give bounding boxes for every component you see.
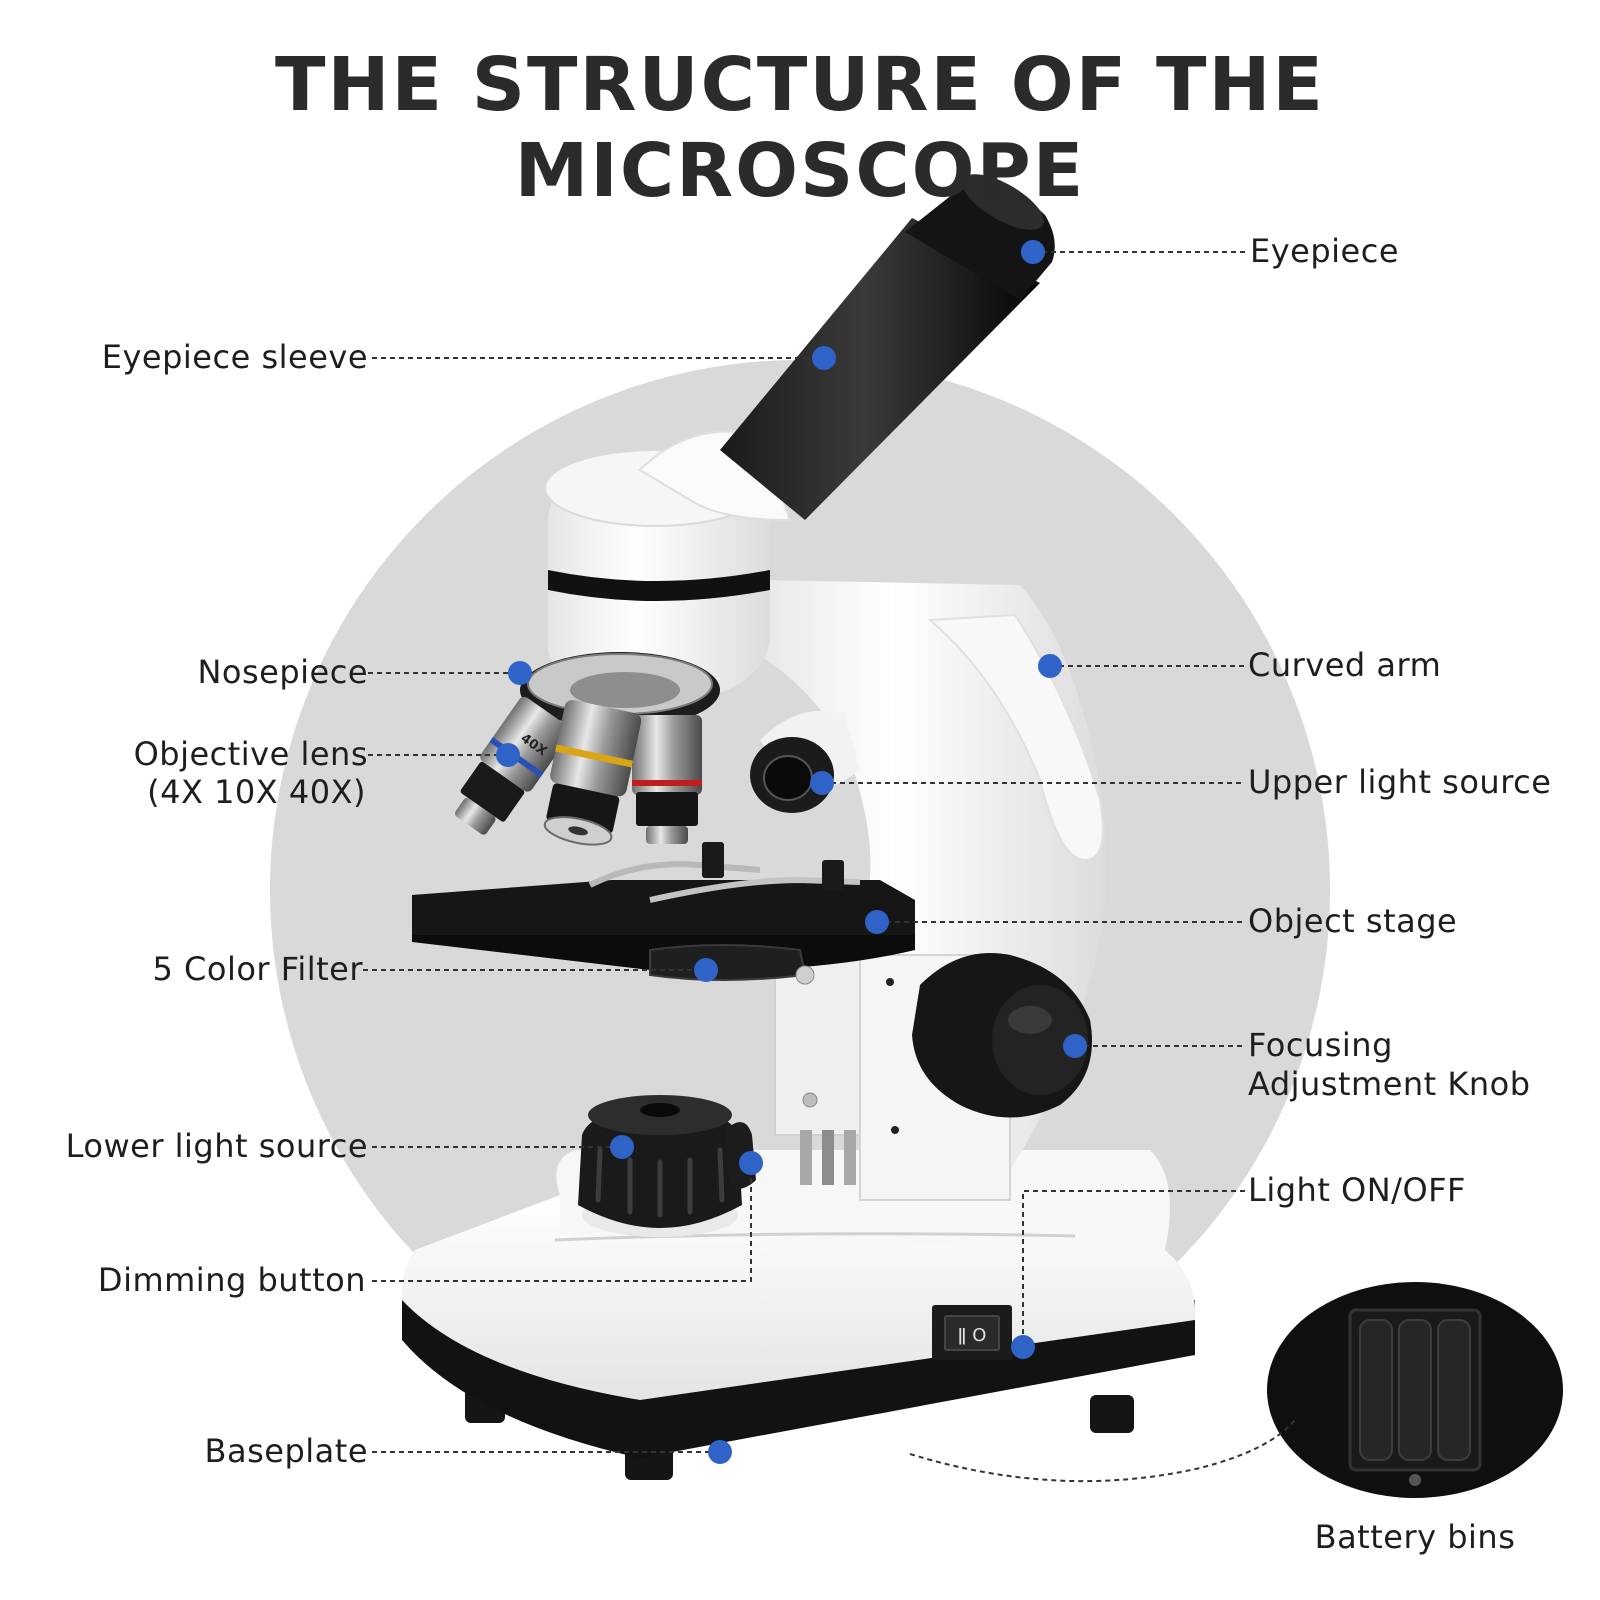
label-battery-bins: Battery bins xyxy=(1314,1518,1516,1556)
obj-40x-tip xyxy=(646,826,688,844)
marker-nosepiece xyxy=(508,661,532,685)
marker-object-stage xyxy=(865,910,889,934)
marker-curved-arm xyxy=(1038,654,1062,678)
eyepiece-top xyxy=(962,174,1044,230)
label-focusing-line2: Adjustment Knob xyxy=(1248,1065,1531,1103)
upper-light-lens xyxy=(763,755,813,801)
battery-slots xyxy=(1359,1319,1471,1461)
rack-rail-2 xyxy=(822,1130,834,1185)
label-objective-lens-sub: (4X 10X 40X) xyxy=(147,773,366,811)
obj-4x-tip xyxy=(454,798,496,835)
obj-4x-grip xyxy=(460,761,525,822)
objective-40x xyxy=(632,715,702,844)
label-upper-light-source: Upper light source xyxy=(1248,763,1552,801)
leader-lines xyxy=(363,251,1296,1483)
rack-rail-1 xyxy=(800,1130,812,1185)
obj-10x-barrel xyxy=(550,700,642,797)
obj-10x-band xyxy=(555,744,633,768)
label-baseplate: Baseplate xyxy=(204,1432,368,1470)
base-foot-right xyxy=(1090,1395,1134,1433)
leader-light-switch xyxy=(1022,1190,1245,1347)
label-dimming-button: Dimming button xyxy=(97,1261,366,1299)
filter-screw xyxy=(795,965,815,985)
objective-lenses: 40X xyxy=(454,696,702,846)
power-switch: ǁ O xyxy=(932,1305,1012,1360)
label-color-filter: 5 Color Filter xyxy=(152,950,363,988)
focus-dot-2 xyxy=(891,1126,899,1134)
knob-lens xyxy=(640,1103,680,1117)
marker-baseplate xyxy=(708,1440,732,1464)
rack-rail-3 xyxy=(844,1130,856,1185)
label-nosepiece: Nosepiece xyxy=(197,653,368,691)
label-focusing-line1: Focusing xyxy=(1248,1026,1393,1064)
stage-top xyxy=(412,880,915,935)
focus-knob-highlight xyxy=(1008,1006,1052,1034)
label-object-stage: Object stage xyxy=(1248,902,1458,940)
marker-upper-light xyxy=(810,771,834,795)
object-stage xyxy=(412,842,915,985)
focusing-knob xyxy=(912,953,1092,1118)
marker-eyepiece xyxy=(1021,240,1045,264)
eyepiece-tube xyxy=(720,174,1055,520)
leader-battery-bins xyxy=(909,1419,1296,1483)
obj-10x-aperture xyxy=(568,826,588,836)
bracket-screw xyxy=(802,1092,818,1108)
page-title: THE STRUCTURE OF THE MICROSCOPE xyxy=(275,42,1325,214)
obj-40x-grip xyxy=(636,792,698,826)
eyepiece-sleeve xyxy=(720,218,1040,520)
obj-4x-barrel xyxy=(480,696,572,792)
marker-light-switch xyxy=(1011,1335,1035,1359)
focus-dot-1 xyxy=(886,978,894,986)
battery-bin-inset xyxy=(1267,1282,1563,1498)
knob-grooves xyxy=(595,1147,725,1218)
filter-wheel xyxy=(649,944,807,981)
switch-rocker xyxy=(944,1315,1000,1351)
objective-10x xyxy=(543,700,642,846)
stage-clip-left xyxy=(588,861,761,888)
label-eyepiece: Eyepiece xyxy=(1250,232,1400,270)
stage-clip-right xyxy=(649,876,861,903)
marker-objective-lens xyxy=(496,743,520,767)
label-light-switch: Light ON/OFF xyxy=(1248,1171,1466,1209)
marker-dimming xyxy=(739,1151,763,1175)
label-curved-arm: Curved arm xyxy=(1248,646,1442,684)
marker-color-filter xyxy=(694,958,718,982)
switch-symbols: ǁ O xyxy=(958,1325,987,1346)
label-lower-light-source: Lower light source xyxy=(65,1127,368,1165)
nosepiece-center xyxy=(570,672,680,708)
obj-40x-barrel xyxy=(632,715,702,795)
upper-light xyxy=(750,710,860,813)
marker-focusing xyxy=(1063,1034,1087,1058)
base-curve-line xyxy=(554,1232,1076,1242)
label-objective-lens: Objective lens xyxy=(133,735,368,773)
head-black-ring xyxy=(548,570,770,601)
lower-light-knob xyxy=(578,1095,756,1237)
marker-lower-light xyxy=(610,1135,634,1159)
leader-dimming xyxy=(372,1163,752,1282)
arm-grip-recess xyxy=(927,613,1104,862)
clip-post-right xyxy=(822,860,844,890)
compartment-screw xyxy=(1409,1474,1421,1486)
obj-40x-band xyxy=(632,780,702,786)
markers xyxy=(496,240,1087,1464)
base-white-top xyxy=(401,1195,1196,1400)
clip-post-left xyxy=(702,842,724,878)
label-eyepiece-sleeve: Eyepiece sleeve xyxy=(101,338,368,376)
marker-eyepiece-sleeve xyxy=(812,346,836,370)
